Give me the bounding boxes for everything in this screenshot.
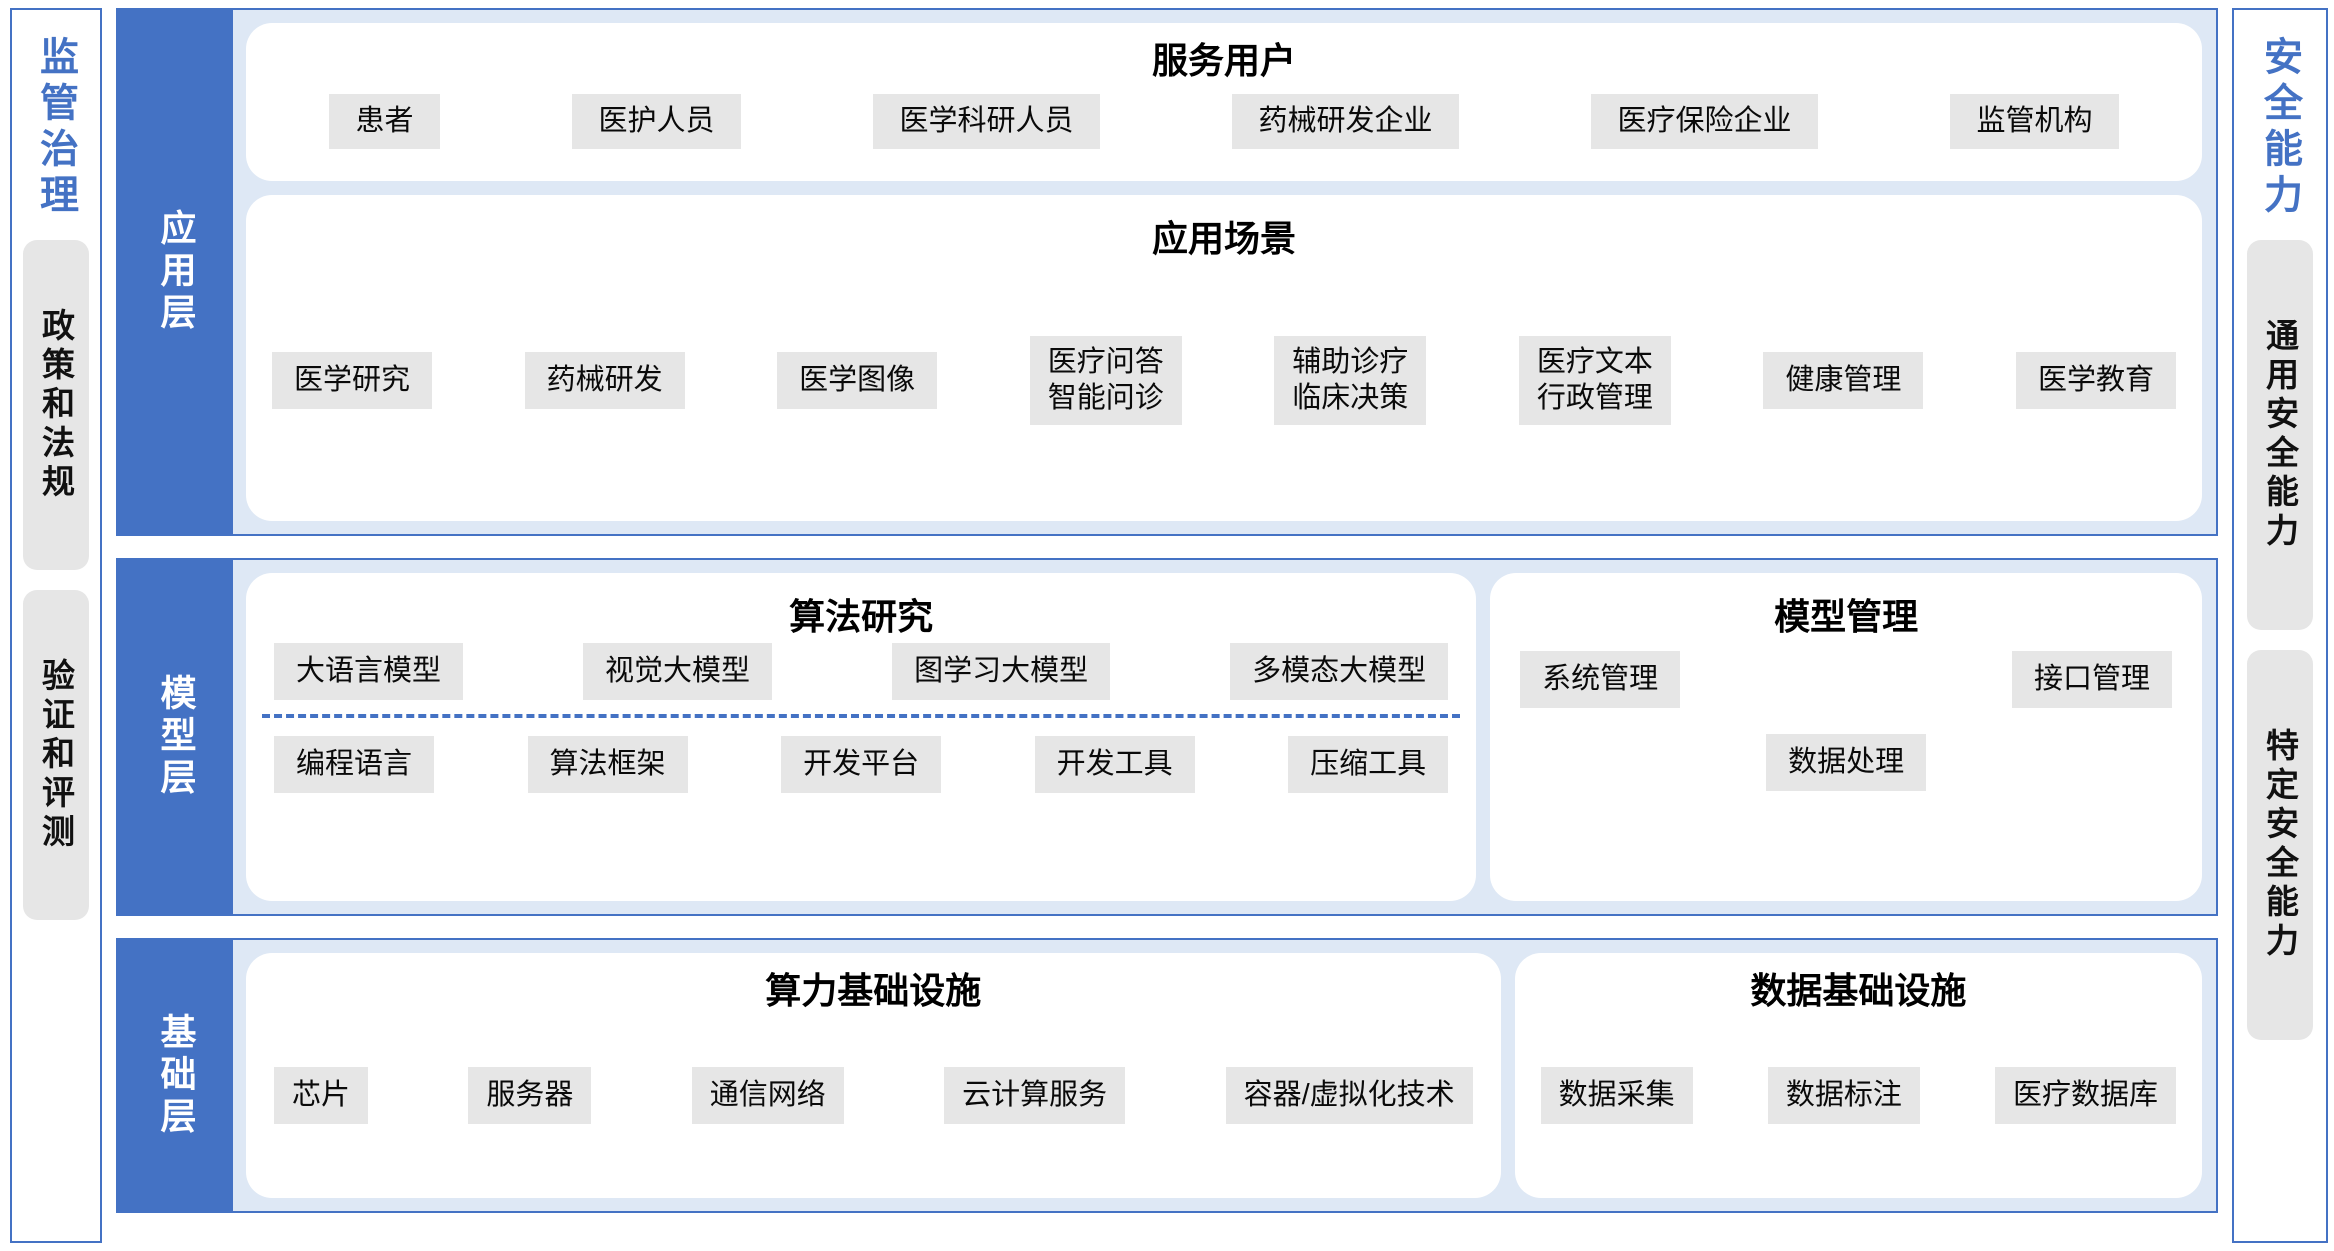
application-layer-tab: 应用层 — [118, 10, 233, 534]
tag-item[interactable]: 医疗保险企业 — [1591, 94, 1818, 150]
tag-item[interactable]: 云计算服务 — [944, 1066, 1126, 1124]
tag-item[interactable]: 多模态大模型 — [1230, 642, 1449, 700]
application-layer-body: 服务用户 患者 医护人员 医学科研人员 药械研发企业 医疗保险企业 监管机构 — [233, 10, 2216, 534]
model-layer-tab-label: 模型层 — [155, 674, 197, 800]
algorithm-research-tagrow-models: 大语言模型 视觉大模型 图学习大模型 多模态大模型 — [268, 642, 1454, 700]
service-users-title: 服务用户 — [1151, 40, 1296, 81]
compute-infrastructure-card: 算力基础设施 芯片 服务器 通信网络 云计算服务 容器/虚拟化技术 — [246, 953, 1501, 1198]
tag-item[interactable]: 数据采集 — [1540, 1066, 1693, 1124]
governance-rail-title: 监管治理 — [34, 36, 78, 220]
algorithm-research-card: 算法研究 大语言模型 视觉大模型 图学习大模型 多模态大模型 编程语言 算法框架 — [246, 573, 1477, 901]
data-infrastructure-tagrow: 数据采集 数据标注 医疗数据库 — [1537, 1066, 2180, 1124]
application-scenarios-card: 应用场景 医学研究 药械研发 医学图像 医疗问答 智能问诊 辅助诊疗 临床决策 … — [246, 195, 2202, 521]
governance-box-policy: 政策和法规 — [23, 240, 89, 570]
security-box-general: 通用安全能力 — [2247, 240, 2313, 630]
tag-item[interactable]: 通信网络 — [691, 1066, 844, 1124]
tag-item[interactable]: 开发工具 — [1034, 735, 1195, 794]
tag-item[interactable]: 系统管理 — [1520, 650, 1681, 708]
tag-item[interactable]: 数据标注 — [1767, 1066, 1920, 1124]
tag-item[interactable]: 接口管理 — [2011, 650, 2172, 708]
tag-item[interactable]: 医疗文本 行政管理 — [1518, 336, 1671, 426]
tag-item[interactable]: 数据处理 — [1766, 733, 1927, 792]
model-management-card: 模型管理 系统管理 接口管理 数据处理 — [1490, 573, 2202, 901]
tag-item[interactable]: 医护人员 — [572, 94, 741, 150]
application-scenarios-tagrow: 医学研究 药械研发 医学图像 医疗问答 智能问诊 辅助诊疗 临床决策 医疗文本 … — [268, 336, 2180, 426]
model-management-rows: 系统管理 接口管理 数据处理 — [1512, 637, 2180, 883]
tag-item[interactable]: 医疗数据库 — [1995, 1066, 2177, 1124]
tag-item[interactable]: 医疗问答 智能问诊 — [1029, 336, 1182, 426]
tag-item[interactable]: 患者 — [329, 94, 440, 150]
algorithm-research-title: 算法研究 — [789, 596, 934, 637]
algorithm-research-divider — [262, 713, 1461, 718]
tag-item[interactable]: 大语言模型 — [274, 642, 464, 700]
security-box-general-label: 通用安全能力 — [2261, 318, 2299, 552]
security-rail: 安全能力 通用安全能力 特定安全能力 — [2232, 8, 2328, 1243]
compute-infrastructure-title: 算力基础设施 — [765, 970, 982, 1011]
tag-item[interactable]: 编程语言 — [274, 735, 435, 794]
service-users-card: 服务用户 患者 医护人员 医学科研人员 药械研发企业 医疗保险企业 监管机构 — [246, 23, 2202, 181]
algorithm-research-rows: 大语言模型 视觉大模型 图学习大模型 多模态大模型 编程语言 算法框架 开发平台… — [262, 637, 1461, 883]
tag-item[interactable]: 视觉大模型 — [583, 642, 773, 700]
infrastructure-layer-tab-label: 基础层 — [155, 1012, 197, 1139]
tag-item[interactable]: 芯片 — [274, 1066, 369, 1124]
application-scenarios-title: 应用场景 — [1151, 218, 1296, 259]
security-box-specific: 特定安全能力 — [2247, 650, 2313, 1040]
governance-box-policy-label: 政策和法规 — [37, 307, 75, 503]
model-management-tagrow-2: 数据处理 — [1512, 733, 2180, 792]
model-layer-tab: 模型层 — [118, 560, 233, 914]
infrastructure-layer-body: 算力基础设施 芯片 服务器 通信网络 云计算服务 容器/虚拟化技术 数据基础设施 — [233, 940, 2216, 1211]
application-layer-tab-label: 应用层 — [155, 209, 197, 335]
model-layer: 模型层 算法研究 大语言模型 视觉大模型 图学习大模型 多模态大模型 — [116, 558, 2218, 916]
tag-item[interactable]: 图学习大模型 — [892, 642, 1111, 700]
service-users-tagrow: 患者 医护人员 医学科研人员 药械研发企业 医疗保险企业 监管机构 — [268, 94, 2180, 150]
tag-item[interactable]: 医学教育 — [2015, 352, 2176, 410]
tag-item[interactable]: 健康管理 — [1763, 352, 1924, 410]
model-management-tagrow-1: 系统管理 接口管理 — [1512, 650, 2180, 708]
security-box-specific-label: 特定安全能力 — [2261, 728, 2299, 962]
layer-stack: 应用层 服务用户 患者 医护人员 医学科研人员 药械研发企业 医疗保险企业 监管… — [116, 8, 2218, 1243]
tag-item[interactable]: 开发平台 — [781, 735, 942, 794]
infrastructure-layer: 基础层 算力基础设施 芯片 服务器 通信网络 云计算服务 容器/虚拟化技术 — [116, 938, 2218, 1213]
tag-item[interactable]: 监管机构 — [1950, 94, 2119, 150]
tag-item[interactable]: 药械研发企业 — [1232, 94, 1459, 150]
tag-item[interactable]: 医学研究 — [272, 352, 433, 410]
application-layer: 应用层 服务用户 患者 医护人员 医学科研人员 药械研发企业 医疗保险企业 监管… — [116, 8, 2218, 536]
compute-infrastructure-tagrow: 芯片 服务器 通信网络 云计算服务 容器/虚拟化技术 — [268, 1066, 1479, 1124]
tag-item[interactable]: 医学图像 — [777, 352, 938, 410]
tag-item[interactable]: 医学科研人员 — [873, 94, 1100, 150]
tag-item[interactable]: 压缩工具 — [1288, 735, 1449, 794]
tag-item[interactable]: 药械研发 — [524, 352, 685, 410]
model-management-title: 模型管理 — [1774, 596, 1919, 637]
data-infrastructure-title: 数据基础设施 — [1750, 970, 1967, 1011]
tag-item[interactable]: 服务器 — [468, 1066, 592, 1124]
governance-box-validation-label: 验证和评测 — [37, 657, 75, 853]
data-infrastructure-rows: 数据采集 数据标注 医疗数据库 — [1537, 1011, 2180, 1180]
infrastructure-layer-tab: 基础层 — [118, 940, 233, 1211]
tag-item[interactable]: 算法框架 — [527, 735, 688, 794]
tag-item[interactable]: 辅助诊疗 临床决策 — [1274, 336, 1427, 426]
data-infrastructure-card: 数据基础设施 数据采集 数据标注 医疗数据库 — [1514, 953, 2203, 1198]
service-users-rows: 患者 医护人员 医学科研人员 药械研发企业 医疗保险企业 监管机构 — [268, 81, 2180, 163]
tag-item[interactable]: 容器/虚拟化技术 — [1225, 1066, 1473, 1124]
governance-rail: 监管治理 政策和法规 验证和评测 — [10, 8, 102, 1243]
algorithm-research-tagrow-tools: 编程语言 算法框架 开发平台 开发工具 压缩工具 — [268, 735, 1454, 794]
governance-box-validation: 验证和评测 — [23, 590, 89, 920]
application-scenarios-rows: 医学研究 药械研发 医学图像 医疗问答 智能问诊 辅助诊疗 临床决策 医疗文本 … — [268, 259, 2180, 503]
model-layer-body: 算法研究 大语言模型 视觉大模型 图学习大模型 多模态大模型 编程语言 算法框架 — [233, 560, 2216, 914]
compute-infrastructure-rows: 芯片 服务器 通信网络 云计算服务 容器/虚拟化技术 — [268, 1011, 1479, 1180]
security-rail-title: 安全能力 — [2258, 36, 2302, 220]
